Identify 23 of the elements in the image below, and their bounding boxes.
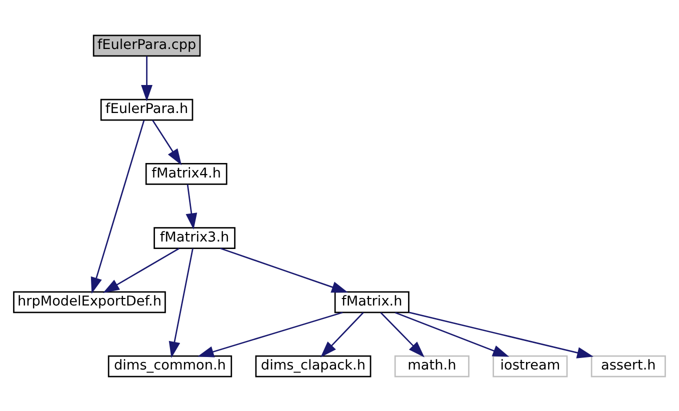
- arrow: [320, 312, 364, 357]
- arrow: [197, 311, 343, 357]
- node-box: iostream: [492, 354, 568, 377]
- node-box: dims_clapack.h: [255, 354, 372, 377]
- arrow: [102, 247, 180, 292]
- arrow: [395, 311, 510, 356]
- node-box: dims_common.h: [108, 354, 232, 377]
- arrow: [152, 119, 182, 165]
- arrow: [409, 311, 594, 358]
- node-box: assert.h: [590, 354, 666, 377]
- arrow: [186, 184, 198, 230]
- arrow: [90, 120, 145, 294]
- node-box: fEulerPara.cpp: [92, 34, 201, 56]
- node-box: fEulerPara.h: [100, 98, 194, 120]
- arrow: [168, 248, 194, 358]
- arrow: [220, 247, 348, 292]
- arrow: [380, 312, 424, 357]
- node-box: fMatrix.h: [334, 290, 410, 313]
- node-box: fMatrix3.h: [154, 226, 236, 248]
- arrow: [141, 56, 153, 101]
- node-box: math.h: [394, 354, 470, 377]
- node-box: fMatrix4.h: [145, 162, 228, 184]
- node-box: hrpModelExportDef.h: [13, 290, 166, 313]
